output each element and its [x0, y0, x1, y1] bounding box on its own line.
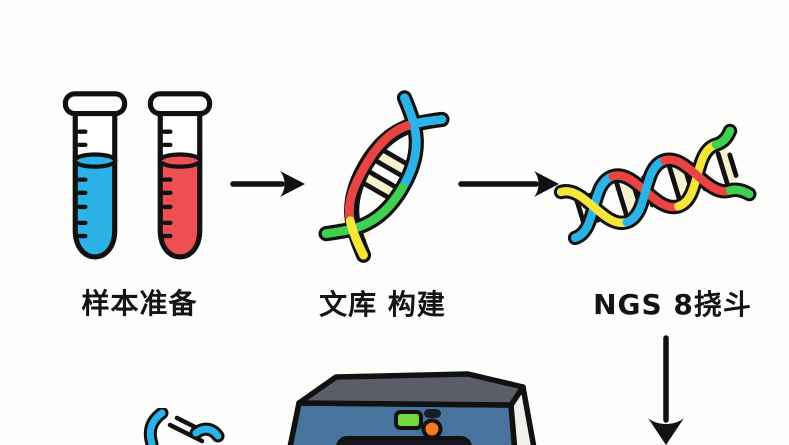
test-tube-blue-icon — [62, 91, 128, 260]
dna-helix-library-icon — [318, 90, 450, 263]
arrow-down-icon — [648, 335, 684, 445]
arrow-right-icon — [230, 171, 305, 197]
dna-helix-sequencing-icon — [553, 123, 757, 246]
dna-fragment-icon — [143, 408, 225, 445]
arrow-right-icon — [458, 171, 559, 197]
test-tube-red-icon — [147, 91, 213, 260]
dna-sequencer-icon — [287, 371, 537, 445]
step-label-ngs-sequencing: NGS 8挠斗 — [593, 288, 752, 321]
step-label-sample-prep: 样本准备 — [81, 287, 198, 320]
step-label-library-construction: 文库 构建 — [319, 288, 446, 321]
